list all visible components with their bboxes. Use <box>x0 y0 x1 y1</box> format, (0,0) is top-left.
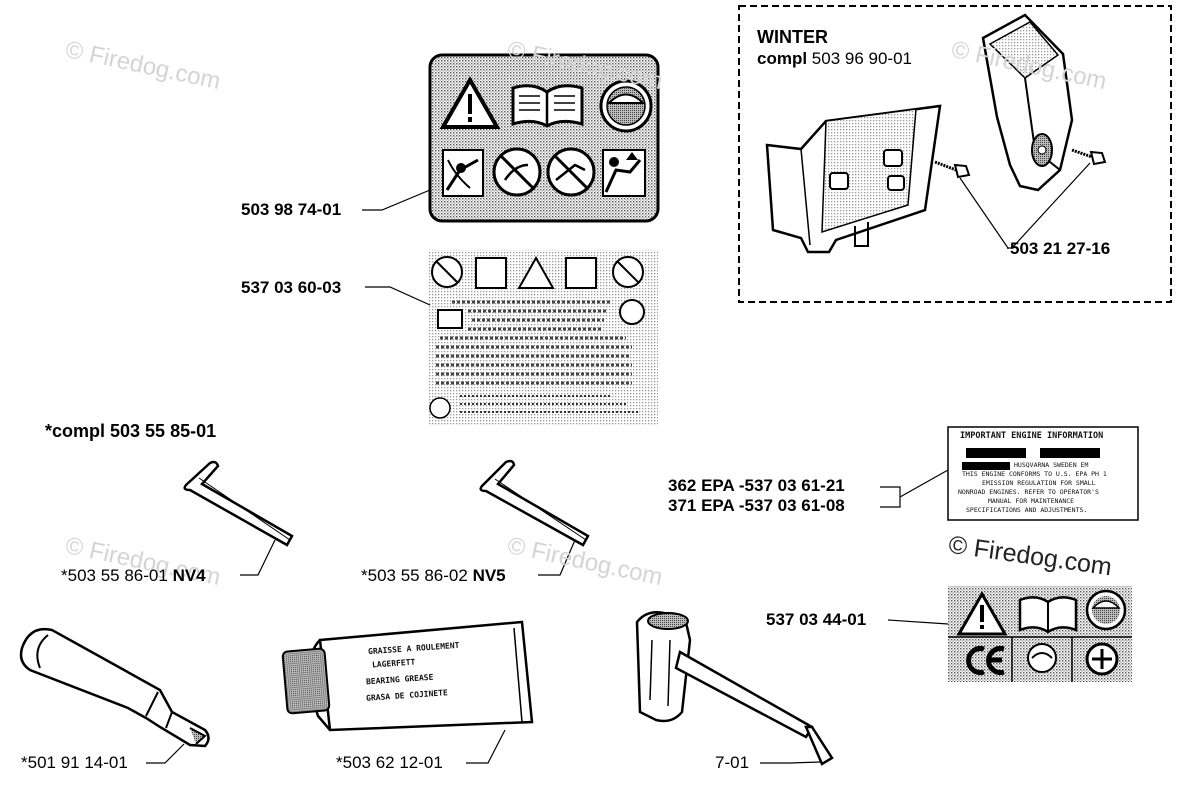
part-label-epa-371: 371 EPA -537 03 61-08 <box>668 496 845 515</box>
epa-line-2: THIS ENGINE CONFORMS TO U.S. EPA PH 1 <box>962 470 1107 478</box>
epa-line-4: NONROAD ENGINES. REFER TO OPERATOR'S <box>958 488 1099 496</box>
warning-triangle-icon <box>439 75 501 129</box>
decal-warning-text-537-03-60-03 <box>428 250 658 425</box>
grease-gun <box>19 627 210 748</box>
epa-line-5: MANUAL FOR MAINTENANCE <box>988 497 1075 505</box>
ce-book-icon <box>1018 596 1078 634</box>
helmet-protection-icon <box>599 79 653 133</box>
kickback-warning-icon <box>442 149 484 197</box>
tool-kit-compl-label: *compl 503 55 85-01 <box>45 421 217 441</box>
two-hands-icon <box>602 149 646 197</box>
part-label-grease-tube: *503 62 12-01 <box>336 753 443 772</box>
epa-line-6: SPECIFICATIONS AND ADJUSTMENTS. <box>966 506 1088 514</box>
hex-key-4-size: NV4 <box>172 566 206 585</box>
pct-mark-icon <box>1027 643 1057 673</box>
ce-warning-triangle-icon <box>956 590 1008 636</box>
warning-text-lines <box>436 300 632 385</box>
hex-key-5-number: *503 55 86-02 <box>361 566 468 585</box>
winter-cover-housing <box>981 13 1074 192</box>
part-label-grease-gun: *501 91 14-01 <box>21 753 128 772</box>
epa-heading: IMPORTANT ENGINE INFORMATION <box>960 431 1104 441</box>
epa-line-1: HUSQVARNA SWEDEN EM <box>1014 461 1089 469</box>
hex-key-nv4 <box>183 460 294 547</box>
part-label-decal-1: 503 98 74-01 <box>241 200 342 219</box>
winter-kit-compl-prefix: compl <box>757 49 808 68</box>
hex-key-nv5 <box>479 459 590 547</box>
part-label-combi-wrench: 7-01 <box>715 753 750 772</box>
screw-left <box>934 160 971 179</box>
part-label-hex-key-4: *503 55 86-01 NV4 <box>61 566 206 586</box>
no-one-hand-icon <box>492 147 542 197</box>
winter-kit-compl-number: 503 96 90-01 <box>811 49 912 68</box>
epa-engine-information-label <box>947 426 1139 521</box>
winter-kit-title: WINTER <box>757 27 828 47</box>
part-label-hex-key-5: *503 55 86-02 NV5 <box>361 566 506 586</box>
open-book-icon <box>511 84 584 128</box>
no-tip-contact-icon <box>546 147 596 197</box>
grease-tube <box>281 620 534 732</box>
winter-cover-plate <box>765 104 942 254</box>
hex-key-4-number: *503 55 86-01 <box>61 566 168 585</box>
part-label-decal-ce: 537 03 44-01 <box>766 610 867 629</box>
winter-kit-compl: compl 503 96 90-01 <box>757 49 912 69</box>
gs-mark-icon <box>1085 642 1119 676</box>
decal-warning-symbols-503-98-74-01 <box>428 53 660 223</box>
decal-ce-537-03-44-01 <box>948 586 1132 682</box>
epa-line-3: EMISSION REGULATION FOR SMALL <box>982 479 1096 487</box>
part-label-decal-2: 537 03 60-03 <box>241 278 342 297</box>
hex-key-5-size: NV5 <box>472 566 506 585</box>
leader-lines <box>146 162 1091 764</box>
winter-kit-box <box>738 5 1172 303</box>
ce-mark-icon <box>966 646 1005 675</box>
combination-wrench <box>635 611 834 766</box>
symbol-row-icons <box>431 255 644 289</box>
screw-right <box>1071 148 1107 166</box>
part-label-epa-362: 362 EPA -537 03 61-21 <box>668 476 845 495</box>
part-label-screw: 503 21 27-16 <box>1010 239 1111 258</box>
ce-helmet-icon <box>1085 589 1127 631</box>
